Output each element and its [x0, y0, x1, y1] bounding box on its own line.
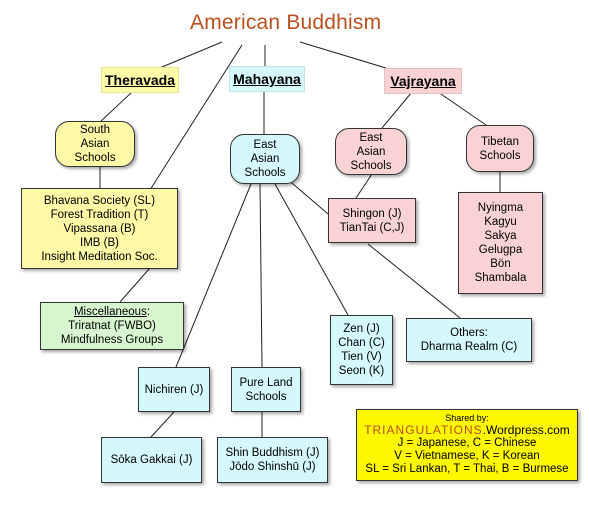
edge-eastasian-nichiren [175, 183, 252, 368]
node-zen: Zen (J) Chan (C) Tien (V) Seon (K) [330, 315, 393, 385]
node-shin-buddhism: Shin Buddhism (J) Jōdo Shinshū (J) [217, 437, 328, 483]
node-text: Sakya [484, 230, 517, 242]
node-text: South [79, 124, 111, 136]
node-text: Bhavana Society (SL) [43, 194, 156, 207]
edge-vajrayana-tibetan [437, 91, 487, 126]
node-text: Kagyu [484, 216, 517, 228]
node-south-asian-schools: South Asian Schools [55, 121, 135, 167]
node-text: Vipassana (B) [63, 222, 136, 235]
edge-shingon-others [367, 243, 461, 319]
misc-colon: : [146, 306, 151, 318]
node-miscellaneous: Miscellaneous: Triratnat (FWBO) Mindfuln… [40, 302, 184, 350]
node-text: Tien (V) [341, 351, 382, 363]
edge-nichiren-soka [150, 411, 175, 438]
node-nichiren: Nichiren (J) [138, 367, 210, 412]
edge-groups-misc [119, 267, 151, 303]
node-text: Bön [490, 258, 511, 270]
legend-line: J = Japanese, C = Chinese [397, 437, 537, 449]
node-shingon: Shingon (J) TianTai (C,J) [328, 198, 416, 243]
legend-line: V = Vietnamese, K = Korean [394, 450, 540, 462]
node-text: Insight Meditation Soc. [41, 250, 158, 263]
branch-vajrayana-label: Vajrayana [390, 73, 456, 89]
node-text: Nyingma [477, 202, 524, 214]
node-text: Zen (J) [343, 323, 380, 335]
node-text: TianTai (C,J) [339, 221, 405, 234]
node-text: Sōka Gakkai (J) [110, 454, 193, 466]
node-text: Asian [356, 145, 386, 158]
node-text: Schools [350, 159, 392, 172]
node-text: Asian [250, 153, 280, 165]
node-others: Others: Dharma Realm (C) [406, 318, 532, 362]
node-text: Jōdo Shinshū (J) [229, 461, 316, 473]
node-text: Forest Tradition (T) [50, 208, 149, 221]
edge-title-vajrayana [299, 41, 387, 69]
branch-theravada-label: Theravada [104, 72, 176, 88]
node-soka-gakkai: Sōka Gakkai (J) [101, 437, 202, 483]
branch-vajrayana: Vajrayana [384, 68, 462, 94]
node-text: East [359, 131, 383, 144]
page-title: American Buddhism [190, 11, 382, 34]
legend-line: SL = Sri Lankan, T = Thai, B = Burmese [365, 463, 569, 475]
node-text: Others: [450, 327, 488, 339]
node-text: Shingon (J) [342, 207, 402, 220]
legend-shared-by: Shared by: [445, 413, 489, 423]
node-text: Schools [245, 390, 287, 403]
legend-site-rest: .Wordpress.com [482, 423, 570, 437]
branch-mahayana-label: Mahayana [233, 71, 301, 87]
misc-heading: Miscellaneous: [74, 305, 150, 319]
edge-vajrayana-eastasian [381, 91, 413, 129]
node-text: Asian [80, 138, 110, 150]
node-text: Gelugpa [478, 244, 523, 256]
node-east-asian-schools-mahayana: East Asian Schools [230, 134, 300, 184]
node-text: Schools [244, 167, 286, 179]
node-text: East [253, 139, 277, 151]
edge-title-theravada-groups [149, 44, 243, 191]
node-text: Shin Buddhism (J) [225, 447, 320, 459]
node-text: Shambala [474, 272, 527, 284]
node-text: Mindfulness Groups [60, 334, 164, 346]
node-text: Nichiren (J) [144, 383, 204, 396]
node-tibetan-schools: Tibetan Schools [466, 125, 534, 172]
branch-theravada: Theravada [101, 67, 179, 93]
node-tibetan-schools-list: Nyingma Kagyu Sakya Gelugpa Bön Shambala [458, 192, 543, 294]
node-text: Schools [74, 152, 116, 164]
legend-site: TRIANGULATIONS.Wordpress.com [357, 423, 577, 437]
node-text: Schools [479, 149, 521, 162]
node-pure-land: Pure Land Schools [231, 367, 301, 412]
node-text: Seon (K) [338, 365, 385, 377]
edge-theravada-southasian [99, 91, 133, 123]
misc-title: Miscellaneous [73, 306, 147, 318]
node-east-asian-schools-vajrayana: East Asian Schools [335, 128, 407, 175]
branch-mahayana: Mahayana [229, 66, 305, 92]
edge-eastasian-zen [274, 183, 349, 316]
node-text: Tibetan [481, 135, 519, 148]
node-text: IMB (B) [80, 236, 119, 249]
legend-box: Shared by: TRIANGULATIONS.Wordpress.com … [356, 409, 578, 481]
legend-site-brand: TRIANGULATIONS [364, 423, 483, 437]
edge-eastasian-shingon [284, 176, 329, 215]
node-text: Pure Land [239, 376, 293, 389]
node-theravada-groups: Bhavana Society (SL) Forest Tradition (T… [21, 188, 178, 269]
node-text: Triratnat (FWBO) [68, 320, 156, 332]
node-text: Chan (C) [338, 337, 385, 349]
edge-eastasian-vaj-shingon [355, 173, 373, 199]
node-text: Dharma Realm (C) [420, 341, 518, 353]
edge-eastasian-pureland [259, 183, 263, 368]
